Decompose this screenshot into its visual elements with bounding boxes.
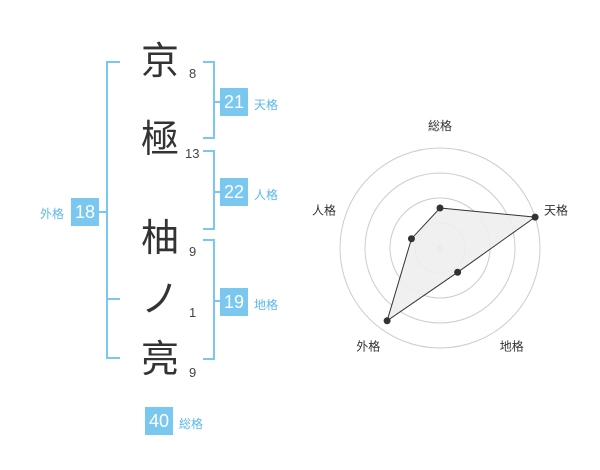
name-char-2: 極 <box>141 117 180 161</box>
radar-axis-label-2: 天格 <box>544 202 568 217</box>
chikaku-label: 地格 <box>254 298 279 312</box>
stroke-count-5: 9 <box>189 365 197 380</box>
jinkaku-bracket-stem <box>213 191 221 193</box>
name-char-1: 京 <box>141 39 180 83</box>
gaikaku-bracket <box>106 61 120 359</box>
soukaku-score: 40 <box>145 407 173 435</box>
gaikaku-label: 外格 <box>40 207 65 221</box>
chikaku-score: 19 <box>220 288 248 316</box>
name-char-3: 柚 <box>141 216 180 260</box>
stroke-count-3: 9 <box>189 244 197 259</box>
chikaku-bracket-stem <box>213 300 221 302</box>
stroke-count-1: 8 <box>189 66 197 81</box>
gaikaku-bracket-stem <box>99 211 108 213</box>
tenkaku-bracket-stem <box>213 101 221 103</box>
jinkaku-score: 22 <box>220 178 248 206</box>
tenkaku-label: 天格 <box>254 98 279 112</box>
radar-value-polygon <box>386 207 537 323</box>
radar-point-4 <box>383 317 391 325</box>
gaikaku-score: 18 <box>71 198 99 226</box>
jinkaku-label: 人格 <box>254 188 279 202</box>
radar-grid-ring <box>364 172 516 324</box>
name-char-4: ノ <box>141 277 180 321</box>
radar-point-1 <box>436 204 444 212</box>
soukaku-label: 総格 <box>179 417 204 431</box>
name-char-5: 亮 <box>141 337 180 381</box>
tenkaku-score: 21 <box>220 88 248 116</box>
radar-grid-ring <box>339 147 541 349</box>
stroke-count-2: 13 <box>185 146 200 161</box>
radar-axis-label-5: 人格 <box>312 202 336 217</box>
tenkaku-bracket <box>203 61 215 139</box>
radar-point-5 <box>407 235 415 243</box>
radar-axis-label-3: 地格 <box>500 339 524 354</box>
jinkaku-bracket <box>203 150 215 230</box>
radar-point-2 <box>531 213 539 221</box>
radar-axis-label-1: 総格 <box>428 118 452 133</box>
radar-point-3 <box>454 268 462 276</box>
radar-axis-label-4: 外格 <box>356 339 380 354</box>
stroke-count-4: 1 <box>189 305 197 320</box>
gaikaku-bracket-mid-tick <box>106 298 120 300</box>
chikaku-bracket <box>203 239 215 360</box>
